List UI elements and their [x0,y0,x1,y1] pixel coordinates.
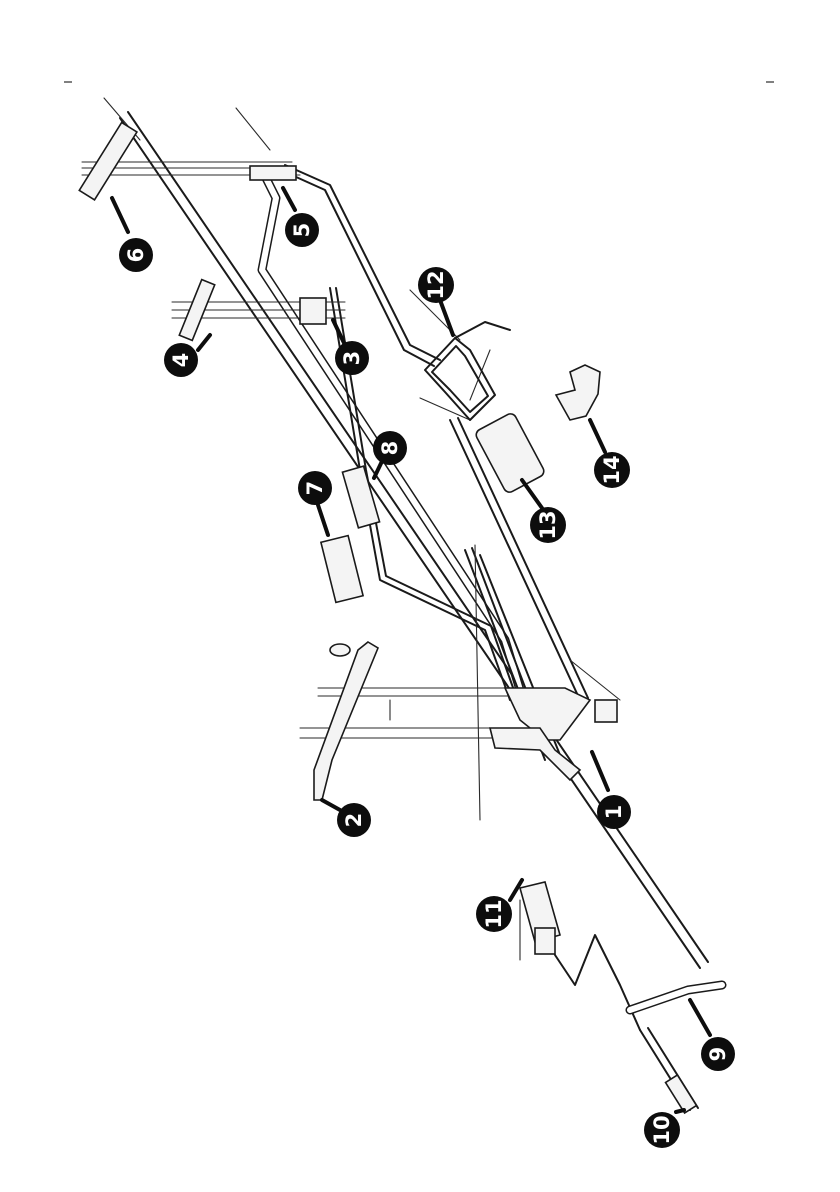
callout-14-label: 14 [600,455,624,484]
callout-2-label: 2 [342,813,366,828]
callout-3: 3 [335,341,369,375]
callout-13: 13 [530,507,566,543]
callout-10: 10 [644,1112,680,1148]
part-11-footrest [510,880,640,1030]
callout-10-label: 10 [650,1115,674,1144]
callout-7-label: 7 [303,481,327,496]
part-2-crossbar [314,642,378,810]
callout-2: 2 [337,803,371,837]
callout-5-label: 5 [290,223,314,238]
part-10-end-cap [640,1028,698,1113]
callout-4-label: 4 [169,353,193,368]
callout-3-label: 3 [340,351,364,366]
part-9-front-bar [630,985,722,1035]
callout-6-label: 6 [124,248,148,263]
part-14-handle [556,365,605,452]
callout-7: 7 [298,471,332,505]
rear-rail [120,112,708,968]
callout-5: 5 [285,213,319,247]
part-6-crossbar [79,122,137,232]
callout-12-label: 12 [424,270,448,299]
part-4-crossbar [179,280,214,350]
callout-9-label: 9 [706,1047,730,1062]
callout-9: 9 [701,1037,735,1071]
callout-6: 6 [119,238,153,272]
callout-4: 4 [164,343,198,377]
callout-14: 14 [594,452,630,488]
callout-13-label: 13 [536,510,560,539]
callout-11: 11 [476,896,512,932]
callout-12: 12 [418,267,454,303]
callout-1: 1 [597,795,631,829]
callout-8-label: 8 [378,441,402,456]
callout-1-label: 1 [602,805,626,820]
part-8-adjuster [342,455,385,528]
part-1-main-joint [490,688,617,790]
callout-8: 8 [373,431,407,465]
callout-11-label: 11 [482,899,506,928]
